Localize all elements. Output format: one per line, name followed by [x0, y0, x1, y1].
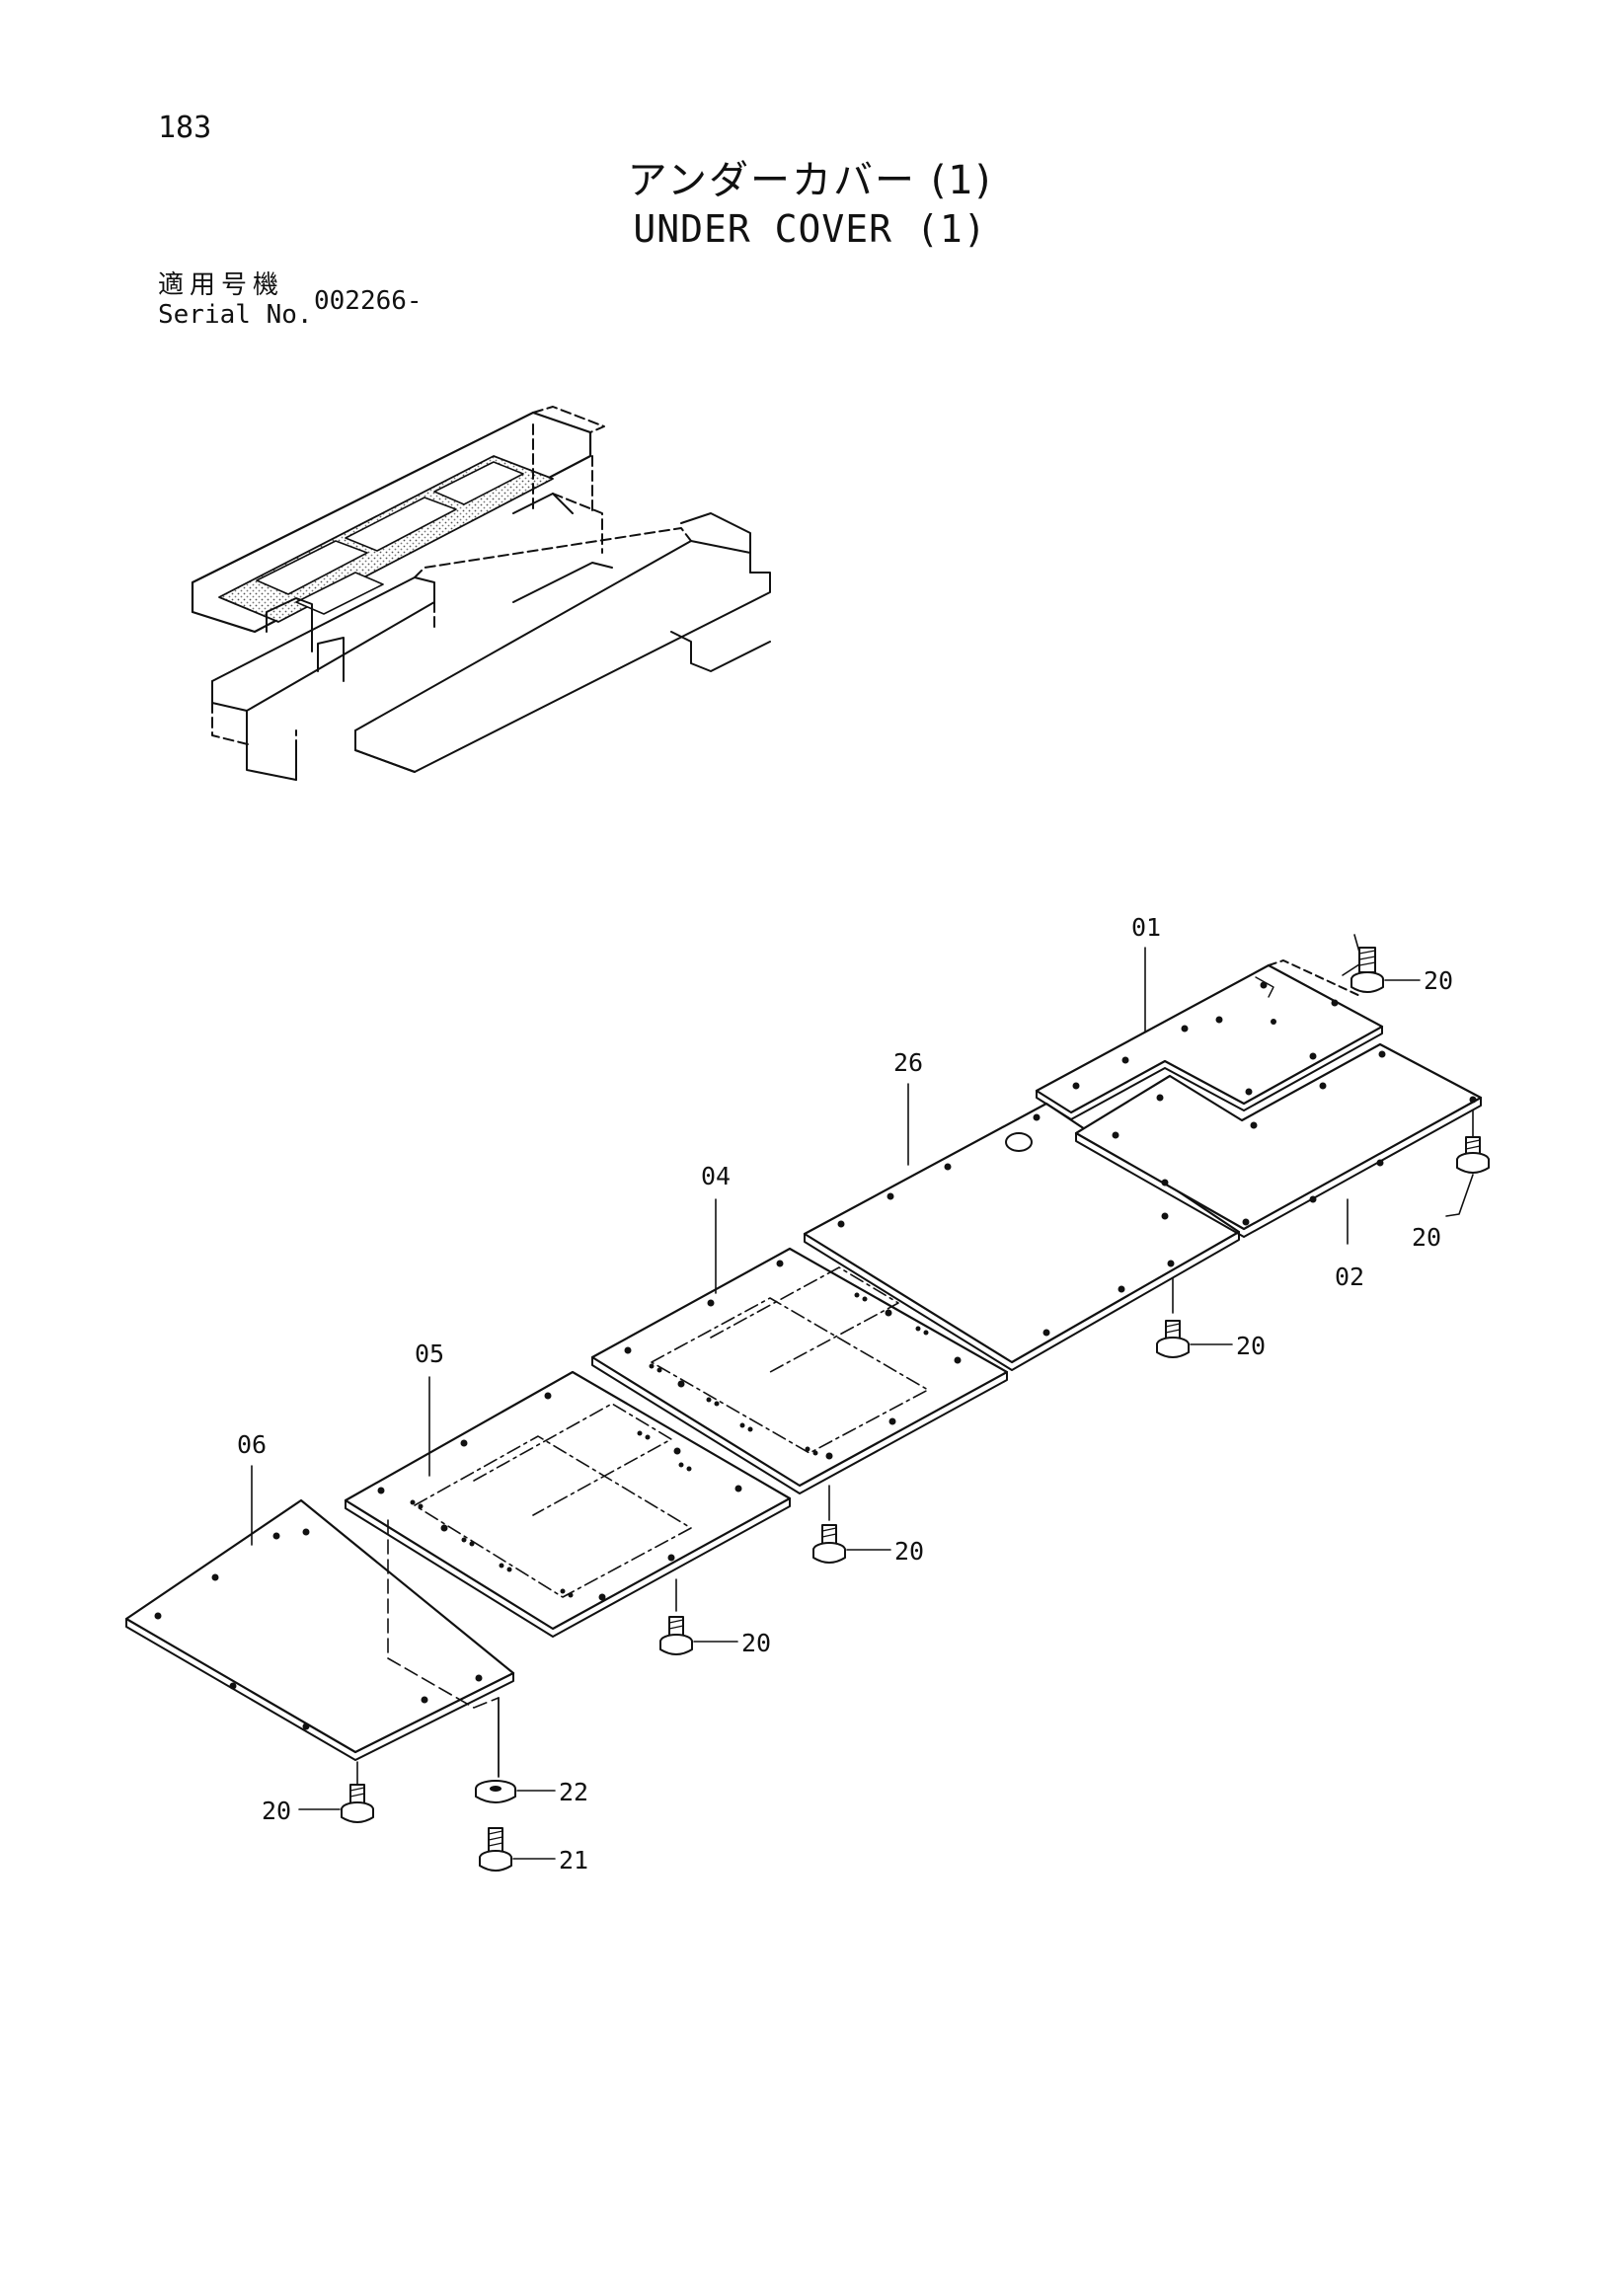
cover-panel-02: [1074, 1042, 1483, 1238]
callout-26: 26: [893, 1048, 923, 1077]
callout-05: 05: [415, 1339, 444, 1368]
callout-20-top-right: 20: [1424, 966, 1453, 995]
bolt-20-top-right: [1350, 947, 1384, 993]
bolt-20-panel-06: [341, 1761, 374, 1823]
callout-20-panel-26: 20: [1236, 1332, 1266, 1360]
cover-panel-26: [803, 1102, 1241, 1371]
callout-22: 22: [559, 1778, 588, 1806]
bolt-20-panel-04: [812, 1485, 846, 1564]
serial-label-english: Serial No.: [158, 300, 313, 330]
callout-04: 04: [701, 1162, 731, 1190]
overview-machine-frame: [191, 406, 771, 781]
serial-label-japanese: 適用号機: [158, 270, 285, 300]
callout-06: 06: [237, 1430, 267, 1459]
callout-20-panel-04: 20: [894, 1537, 924, 1566]
callout-20-panel-06: 20: [262, 1797, 291, 1825]
leader-lines: [251, 947, 1474, 1860]
callout-01: 01: [1131, 913, 1161, 942]
callout-20-right: 20: [1412, 1223, 1441, 1252]
bolt-20-panel-05: [659, 1578, 693, 1655]
bolt-21: [479, 1827, 512, 1872]
title-japanese: アンダーカバー (1): [627, 158, 993, 203]
cover-panel-05: [344, 1370, 792, 1638]
callout-02: 02: [1335, 1263, 1364, 1291]
title-english: UNDER COVER (1): [633, 207, 987, 251]
bolt-20-panel-26: [1156, 1277, 1190, 1358]
bolt-20-right: [1456, 1110, 1490, 1174]
washer-22: [475, 1780, 516, 1803]
cover-panel-04: [590, 1247, 1009, 1494]
cover-panel-01: [1035, 934, 1384, 1120]
callout-21: 21: [559, 1846, 588, 1875]
page-number: 183: [158, 111, 212, 145]
callout-20-panel-05: 20: [741, 1629, 771, 1657]
serial-number-value: 002266-: [314, 286, 423, 316]
cover-panel-06: [124, 1498, 515, 1761]
